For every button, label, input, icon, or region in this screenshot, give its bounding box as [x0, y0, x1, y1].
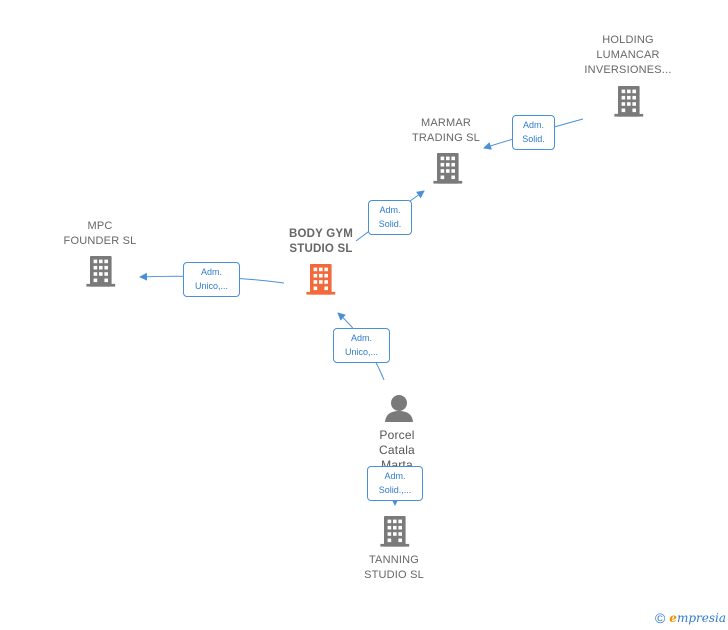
edge-label-porcel-tanning[interactable]: Adm. Solid.,... [367, 466, 423, 501]
building-icon[interactable] [614, 86, 644, 117]
node-label-marmar[interactable]: MARMAR TRADING SL [411, 117, 480, 144]
node-label-mpc[interactable]: MPC FOUNDER SL [63, 220, 137, 247]
building-icon[interactable] [380, 516, 410, 547]
building-icon-main[interactable] [306, 264, 336, 295]
person-icon[interactable] [385, 395, 413, 422]
edge-label-bodygym-mpc[interactable]: Adm. Unico,... [183, 262, 240, 297]
edge-label-holding-marmar[interactable]: Adm. Solid. [512, 115, 555, 150]
node-label-holding[interactable]: HOLDING LUMANCAR INVERSIONES... [584, 34, 672, 76]
node-label-tanning[interactable]: TANNING STUDIO SL [364, 554, 424, 581]
edge-label-porcel-bodygym[interactable]: Adm. Unico,... [333, 328, 390, 363]
empresia-logo: empresia [669, 611, 726, 625]
footer-brand: © empresia [655, 610, 726, 626]
building-icon[interactable] [433, 153, 463, 184]
building-icon[interactable] [86, 256, 116, 287]
copyright-icon: © [654, 610, 666, 626]
node-label-bodygym[interactable]: BODY GYM STUDIO SL [288, 228, 353, 255]
edge-label-bodygym-marmar[interactable]: Adm. Solid. [368, 200, 412, 235]
